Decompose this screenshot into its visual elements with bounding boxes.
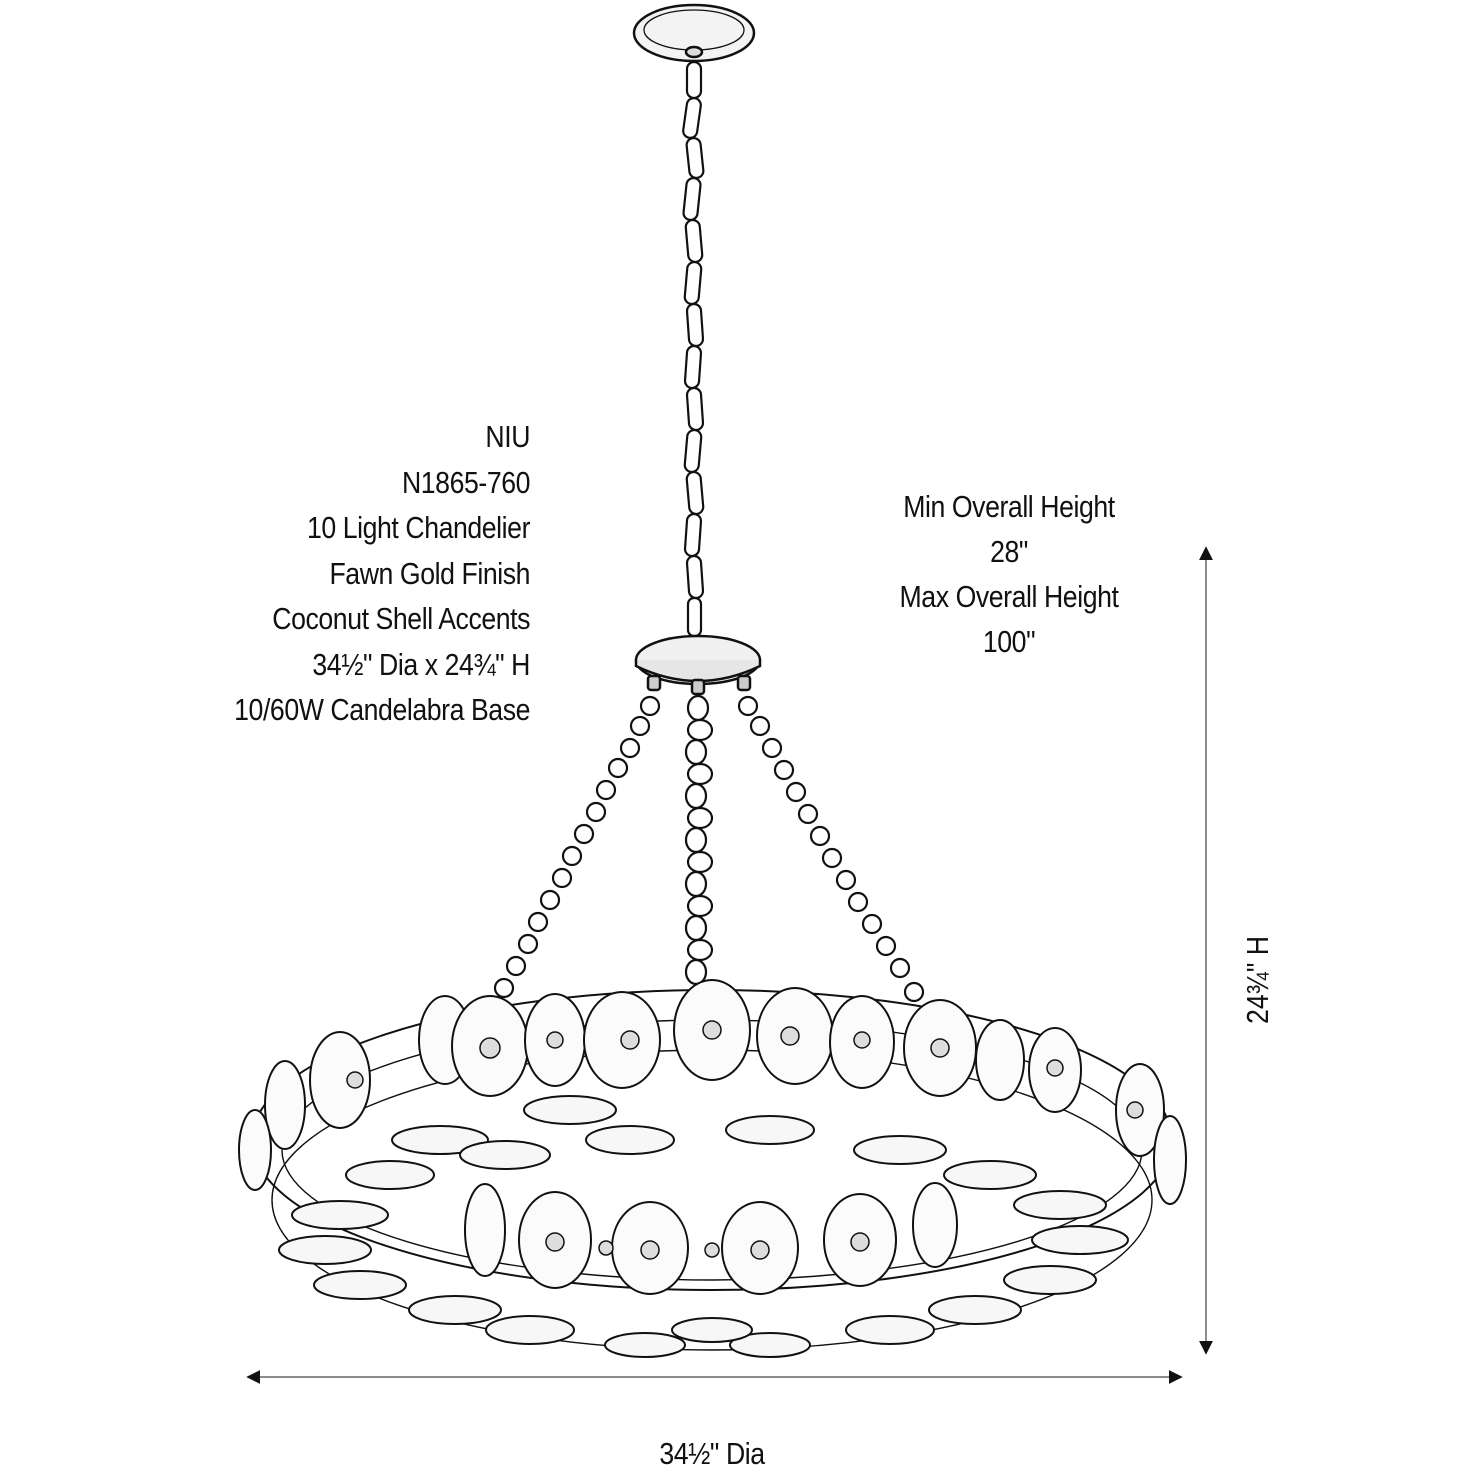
main-chain <box>682 60 705 638</box>
candle-bulbs-back <box>346 1020 1144 1119</box>
shell-discs-front <box>464 1182 958 1295</box>
shell-discs-bottom <box>408 1295 1022 1358</box>
product-spec-block: NIU N1865-760 10 Light Chandelier Fawn G… <box>234 414 530 733</box>
hub-plate <box>634 634 762 696</box>
accents: Coconut Shell Accents <box>272 601 530 636</box>
shell-discs-back <box>238 979 1187 1205</box>
max-height-value: 100" <box>982 624 1036 659</box>
suspension-chains <box>493 694 925 1003</box>
overall-height-block: Min Overall Height 28" Max Overall Heigh… <box>889 484 1128 664</box>
model-number: N1865-760 <box>401 464 530 500</box>
shell-discs-middle <box>278 1095 1129 1300</box>
fixture-type: 10 Light Chandelier <box>306 510 530 545</box>
dimension-lines <box>246 546 1213 1384</box>
ceiling-canopy <box>632 3 756 63</box>
bulb-spec: 10/60W Candelabra Base <box>234 692 530 727</box>
min-height-value: 28" <box>990 534 1028 569</box>
candle-bulbs-front <box>545 1232 870 1260</box>
finish: Fawn Gold Finish <box>329 555 530 591</box>
max-height-label: Max Overall Height <box>899 579 1119 614</box>
diameter-label: 34½" Dia <box>659 1436 765 1471</box>
brand-name: NIU <box>485 419 530 454</box>
min-height-label: Min Overall Height <box>903 489 1115 524</box>
size: 34½" Dia x 24¾" H <box>312 646 530 682</box>
height-label: 24¾" H <box>1240 935 1275 1025</box>
